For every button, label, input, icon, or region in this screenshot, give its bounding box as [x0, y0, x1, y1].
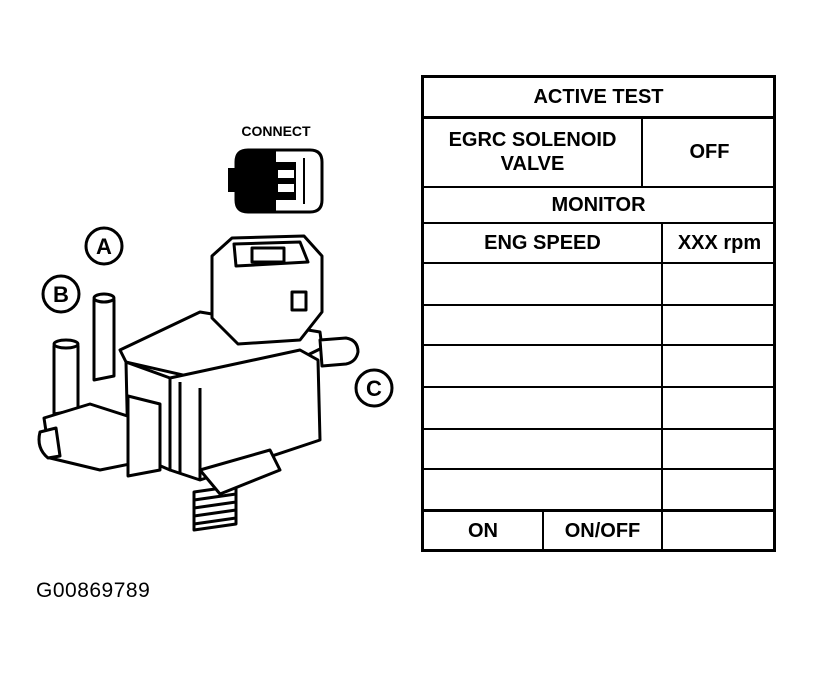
- test-item-value: OFF: [689, 141, 730, 163]
- port-c-text: C: [366, 376, 382, 401]
- table-title: ACTIVE TEST: [533, 86, 664, 108]
- monitor-item-value: XXX rpm: [677, 232, 762, 254]
- port-b-label: B: [41, 274, 81, 314]
- figure-id: G00869789: [36, 579, 151, 602]
- connect-label: CONNECT: [241, 123, 311, 139]
- port-a-text: A: [96, 234, 112, 259]
- port-a-label: A: [84, 226, 124, 266]
- active-test-screen: ACTIVE TEST EGRC SOLENOID VALVE OFF MONI…: [421, 75, 776, 552]
- test-item-label: EGRC SOLENOID VALVE: [448, 129, 617, 175]
- monitor-heading: MONITOR: [551, 194, 646, 216]
- port-c-label: C: [354, 368, 394, 408]
- connector-icon: [228, 148, 324, 214]
- monitor-item-label: ENG SPEED: [484, 232, 601, 254]
- valve-body: [37, 234, 360, 532]
- on-button[interactable]: ON: [468, 519, 498, 542]
- egrc-solenoid-valve-illustration: CONNECT A B C: [37, 123, 394, 532]
- port-b-text: B: [53, 282, 69, 307]
- on-off-button[interactable]: ON/OFF: [564, 519, 641, 542]
